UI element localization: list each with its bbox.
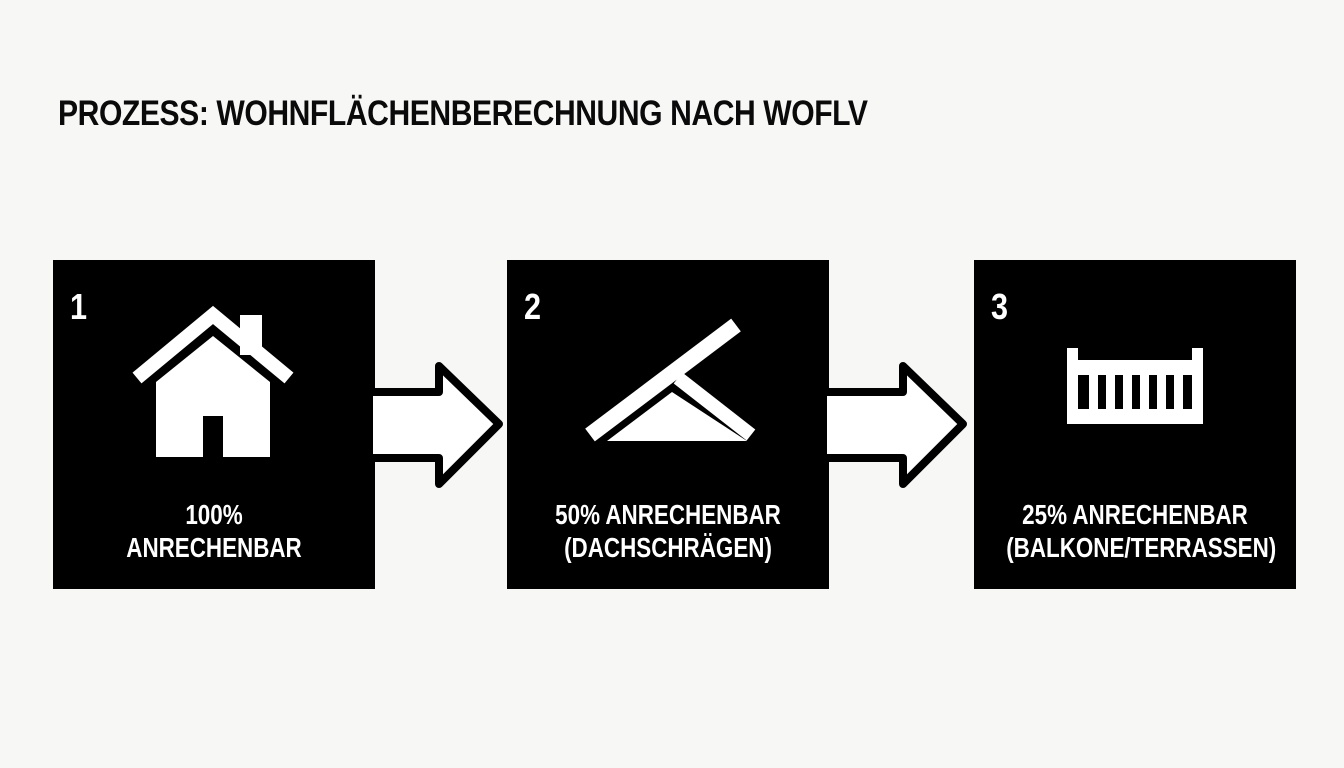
step-box-3: 3 25% ANRECHENBAR (BALKONE/TERRASSEN): [974, 260, 1296, 589]
step-number: 2: [524, 286, 542, 327]
roof-slope-icon: [585, 318, 756, 442]
step-label-line2: ANRECHENBAR: [126, 532, 302, 563]
step-label: 100% ANRECHENBAR: [85, 498, 343, 564]
step-label-line1: 25% ANRECHENBAR: [1022, 499, 1248, 530]
step-label: 25% ANRECHENBAR (BALKONE/TERRASSEN): [1006, 498, 1277, 564]
step-label-line1: 50% ANRECHENBAR: [555, 499, 781, 530]
step-box-1: 1 100% ANRECHENBAR: [53, 260, 375, 589]
step-label-line1: 100%: [185, 499, 243, 530]
arrow-right-icon: [827, 362, 967, 488]
house-icon: [132, 305, 294, 457]
balcony-railing-icon: [1067, 348, 1203, 424]
page-title: PROZESS: WOHNFLÄCHENBERECHNUNG NACH WOFL…: [58, 94, 868, 133]
step-label-line2: (BALKONE/TERRASSEN): [1006, 532, 1277, 563]
arrow-right-icon: [373, 362, 503, 488]
step-label: 50% ANRECHENBAR (DACHSCHRÄGEN): [539, 498, 797, 564]
step-label-line2: (DACHSCHRÄGEN): [564, 532, 772, 563]
step-number: 3: [991, 286, 1009, 327]
step-number: 1: [70, 286, 88, 327]
step-box-2: 2 50% ANRECHENBAR (DACHSCHRÄGEN): [507, 260, 829, 589]
